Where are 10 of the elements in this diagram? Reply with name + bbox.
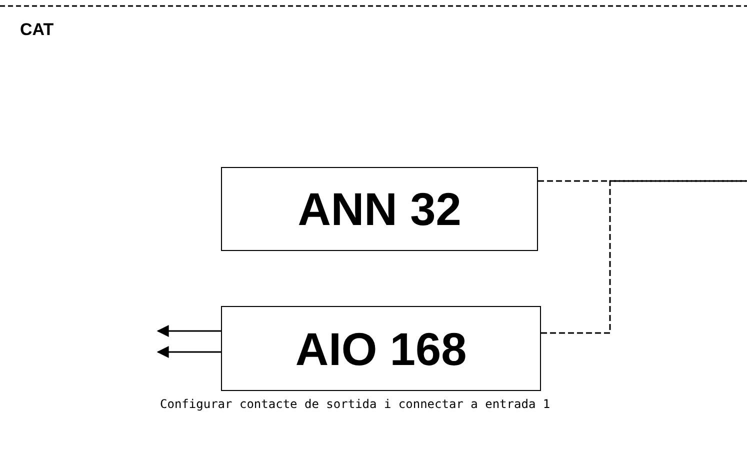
signal-line bbox=[541, 180, 747, 334]
module-label: ANN 32 bbox=[298, 182, 462, 236]
module-box bbox=[221, 167, 538, 251]
arrow bbox=[156, 325, 221, 337]
note-text: Configurar contacte de sortida i connectar a entrada 1 bbox=[160, 397, 550, 411]
arrow bbox=[156, 346, 221, 358]
module-box bbox=[221, 306, 541, 391]
module-label: AIO 168 bbox=[295, 322, 467, 376]
signal-line bbox=[538, 180, 747, 182]
title: CAT bbox=[20, 20, 54, 40]
